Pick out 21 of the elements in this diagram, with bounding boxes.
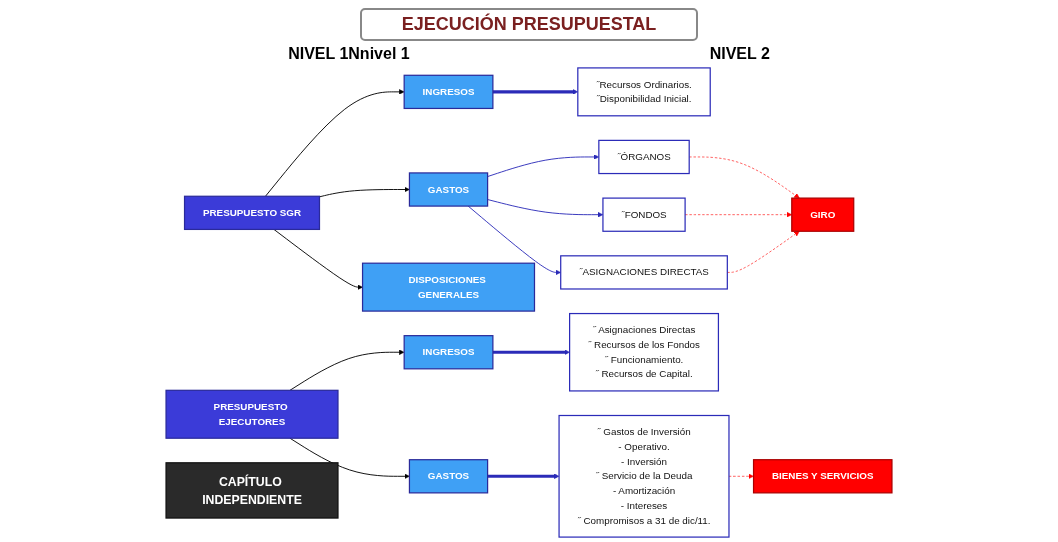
node-box: ˝ASIGNACIONES DIRECTAS [560, 255, 728, 290]
node-box: PRESUPUESTO EJECUTORES [165, 389, 339, 439]
node-box: GASTOS [408, 172, 489, 207]
level-heading: NIVEL 2 [709, 45, 770, 63]
node-box: CAPÍTULO INDEPENDIENTE [165, 462, 339, 519]
arrow [487, 473, 560, 479]
node-box: ˝ Asignaciones Directas ˝ Recursos de los Fondos ˝ Funcionamiento. ˝ Recursos de Capital. [569, 312, 720, 392]
node-box: ˝FONDOS [602, 197, 686, 232]
node-box: INGRESOS [403, 335, 494, 370]
node-box: GIRO [791, 197, 855, 232]
title-box: EJECUCIÓN PRESUPUESTAL [359, 8, 699, 41]
node-box: BIENES Y SERVICIOS [752, 459, 893, 494]
node-box: ˝ Gastos de Inversión - Operativo. - Inversión ˝ Servicio de la Deuda - Amortización - Intereses ˝ Compromisos a 31 de dic/11. [558, 414, 730, 538]
node-box: ˝ÓRGANOS [598, 139, 690, 175]
node-box: ˝Recursos Ordinarios. ˝Disponibilidad Inicial. [577, 67, 711, 117]
node-box: INGRESOS [403, 74, 494, 110]
arrow [492, 349, 570, 355]
node-box: DISPOSICIONES GENERALES [361, 262, 536, 312]
node-box: PRESUPUESTO SGR [183, 195, 321, 231]
level-heading: NIVEL 1Nnivel 1 [288, 45, 410, 63]
node-box: GASTOS [408, 459, 489, 494]
